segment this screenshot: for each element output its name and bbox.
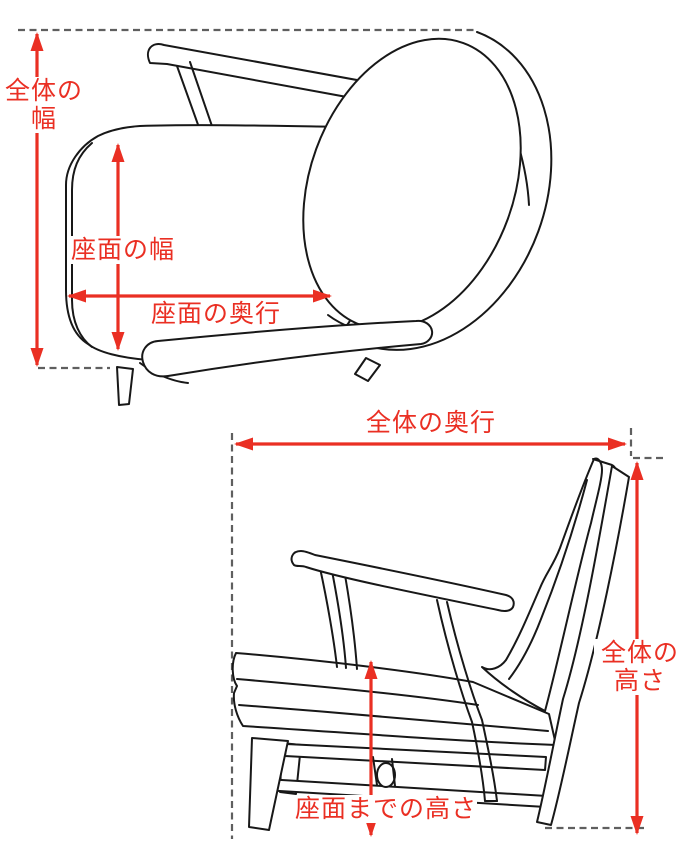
- armchair-side-view: [231, 457, 630, 831]
- dimension-label-overall-width: 全体の幅: [0, 77, 88, 133]
- dimension-label-overall-depth: 全体の奥行: [366, 409, 497, 437]
- side-view-guide-lines: [230, 428, 667, 839]
- dimension-label-seat-height: 座面までの高さ: [295, 795, 478, 823]
- top-view-guide-lines: [18, 28, 477, 370]
- dimension-label-overall-height: 全体の高さ: [594, 639, 686, 695]
- dimension-label-seat-depth: 座面の奥行: [151, 300, 282, 328]
- dimension-label-seat-width: 座面の幅: [71, 236, 176, 264]
- armchair-top-view: [65, 31, 553, 406]
